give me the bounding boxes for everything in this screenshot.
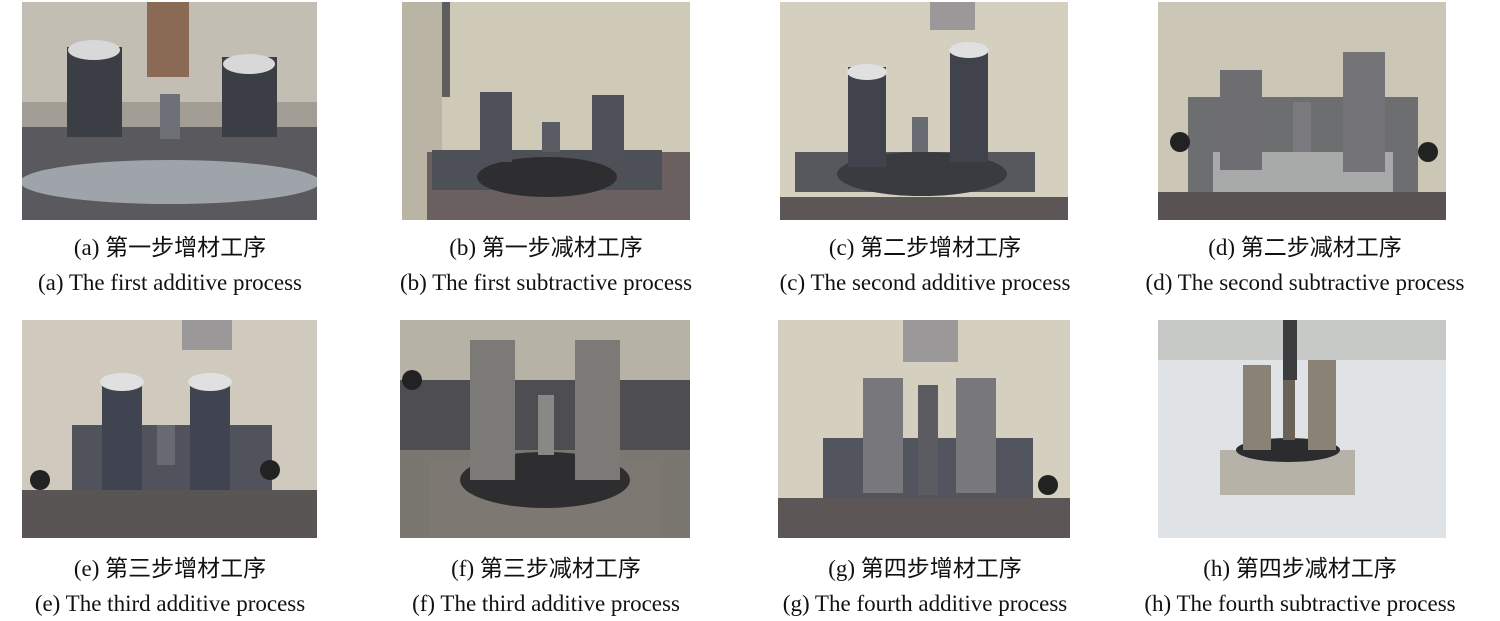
- photo-f: [400, 320, 690, 538]
- caption-zh-c: (c) 第二步增材工序: [828, 235, 1022, 260]
- caption-zh-d: (d) 第二步减材工序: [1208, 235, 1402, 260]
- caption-en-a: (a) The first additive process: [38, 270, 302, 295]
- caption-zh-e: (e) 第三步增材工序: [73, 556, 267, 581]
- caption-en-f: (f) The third additive process: [412, 591, 680, 616]
- photo-e: [22, 320, 317, 538]
- caption-zh-h: (h) 第四步减材工序: [1203, 556, 1397, 581]
- caption-zh-f: (f) 第三步减材工序: [451, 556, 641, 581]
- photo-b: [402, 2, 690, 220]
- photo-c: [780, 2, 1068, 220]
- caption-en-g: (g) The fourth additive process: [782, 591, 1068, 616]
- caption-en-e: (e) The third additive process: [34, 591, 306, 616]
- photo-d: [1158, 2, 1446, 220]
- caption-zh-g: (g) 第四步增材工序: [828, 556, 1022, 581]
- caption-en-c: (c) The second additive process: [779, 270, 1071, 295]
- caption-en-b: (b) The first subtractive process: [399, 270, 693, 295]
- caption-zh-a: (a) 第一步增材工序: [73, 235, 267, 260]
- photo-g: [778, 320, 1070, 538]
- caption-en-h: (h) The fourth subtractive process: [1144, 591, 1456, 616]
- caption-zh-b: (b) 第一步减材工序: [449, 235, 643, 260]
- photo-a: [22, 2, 317, 220]
- caption-en-d: (d) The second subtractive process: [1145, 270, 1465, 295]
- photo-h: [1158, 320, 1446, 538]
